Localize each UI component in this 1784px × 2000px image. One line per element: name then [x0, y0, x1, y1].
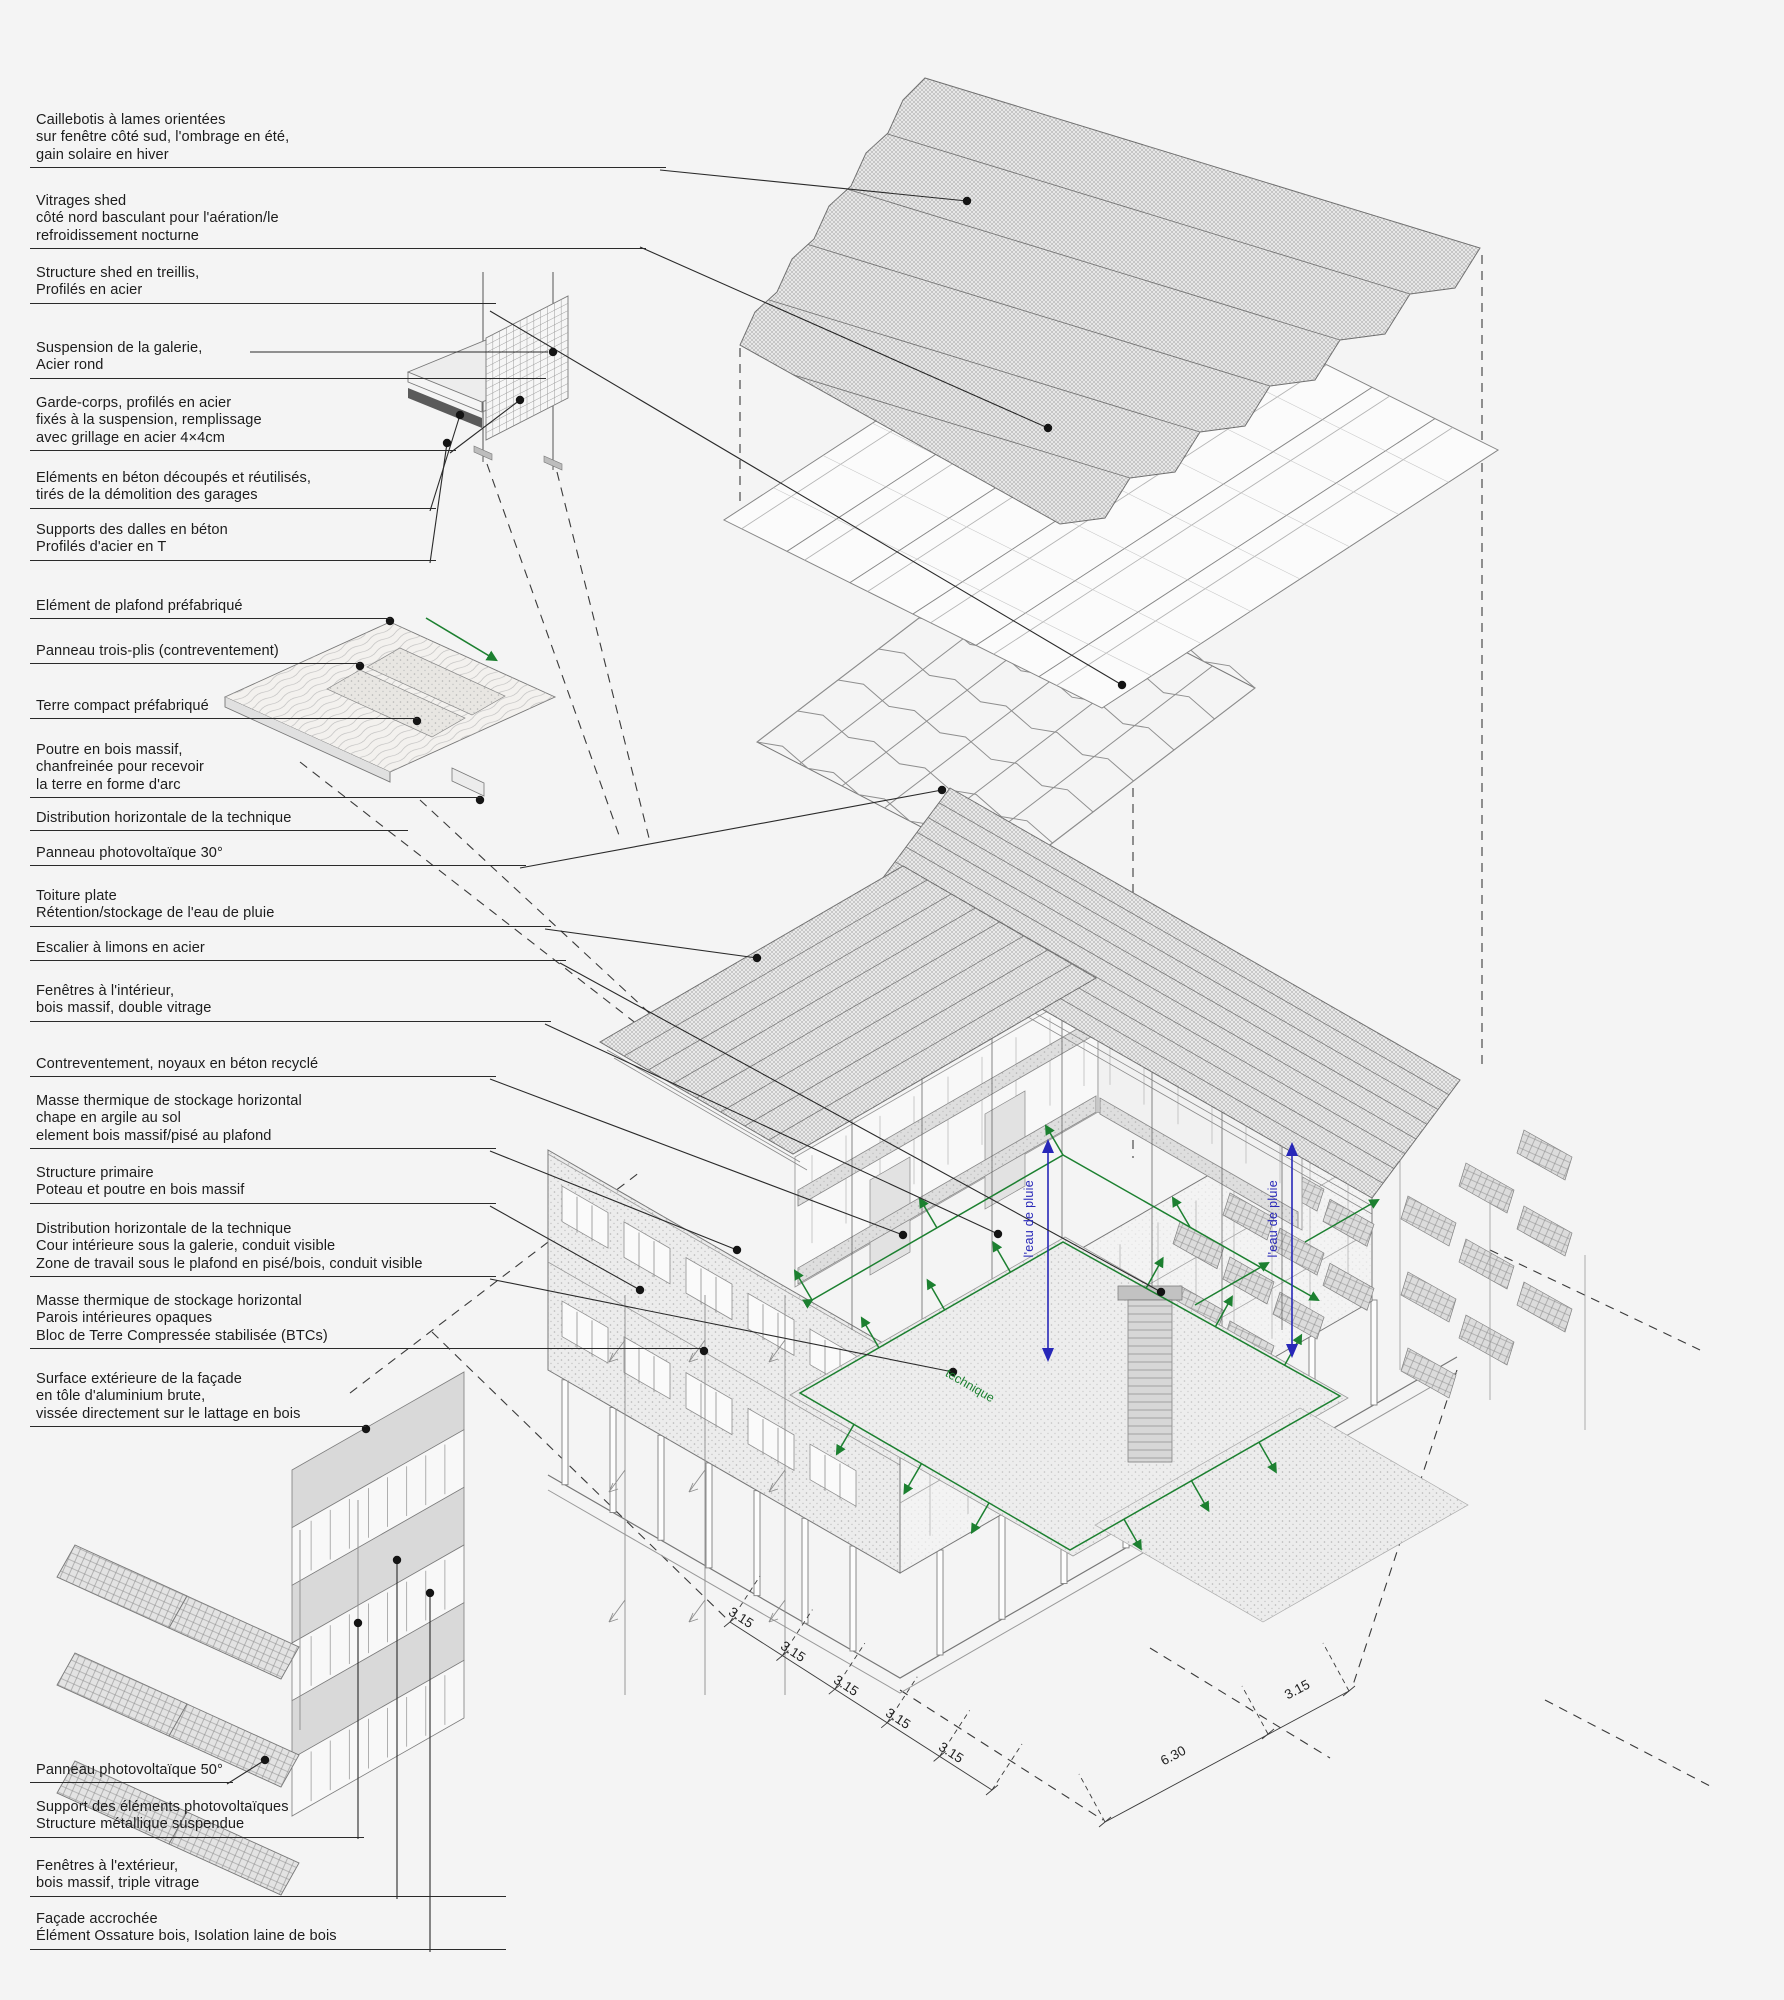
leader-lines — [226, 169, 1162, 1952]
annotation-label-20: Distribution horizontale de la technique… — [30, 1221, 496, 1278]
leader-dot — [353, 1618, 363, 1628]
annotation-label-11: Poutre en bois massif,chanfreinée pour r… — [30, 742, 481, 799]
rainwater-arrows — [1042, 1139, 1298, 1362]
leader-dot — [898, 1230, 908, 1240]
annotation-label-12: Distribution horizontale de la technique — [30, 810, 408, 832]
gallery-suspension-detail — [406, 272, 569, 471]
leader-dot — [699, 1346, 709, 1356]
annotation-label-17: Contreventement, noyaux en béton recyclé — [30, 1056, 496, 1078]
leader-dot — [635, 1285, 645, 1295]
annotation-label-6: Eléments en béton découpés et réutilisés… — [30, 470, 436, 509]
annotation-label-3: Structure shed en treillis,Profilés en a… — [30, 265, 496, 304]
rainwater-label-right: l'eau de pluie — [1266, 1180, 1280, 1258]
leader-dot — [752, 953, 762, 963]
roof-pv-right — [861, 787, 1461, 1215]
leader-dot — [260, 1755, 270, 1765]
ceiling-element-detail — [223, 617, 557, 797]
leader-dot — [1043, 423, 1053, 433]
building — [547, 787, 1586, 1694]
leader-dot — [425, 1588, 435, 1598]
annotation-label-15: Escalier à limons en acier — [30, 940, 566, 962]
leader-dot — [392, 1555, 402, 1565]
leader-dot — [515, 395, 525, 405]
annotation-label-10: Terre compact préfabriqué — [30, 698, 418, 720]
facade-sw-btc — [547, 1149, 901, 1574]
leader-dot — [937, 785, 947, 795]
leader-dot — [442, 438, 452, 448]
leader-dot — [962, 196, 972, 206]
annotation-label-8: Elément de plafond préfabriqué — [30, 598, 391, 620]
leader-dot — [1117, 680, 1127, 690]
leader-dot — [948, 1367, 958, 1377]
technique-arrows — [793, 1124, 1380, 1551]
dimension-lines — [723, 1575, 1356, 1828]
leader-dot — [993, 1229, 1003, 1239]
facade-detail — [56, 1295, 786, 1896]
detached-pv-louvres — [1400, 1129, 1573, 1399]
annotation-label-13: Panneau photovoltaïque 30° — [30, 845, 526, 867]
annotation-label-4: Suspension de la galerie,Acier rond — [30, 340, 546, 379]
roof-pv-left — [599, 865, 1097, 1171]
gallery-slabs — [797, 1017, 1299, 1285]
suspended-metal-structure — [608, 1295, 786, 1695]
leader-dot — [732, 1245, 742, 1255]
leader-dot — [548, 347, 558, 357]
pv-50-panels — [56, 1544, 300, 1896]
leader-dot — [1156, 1287, 1166, 1297]
annotation-label-9: Panneau trois-plis (contreventement) — [30, 643, 361, 665]
ground-path — [1094, 1407, 1469, 1623]
rainwater-label-left: l'eau de pluie — [1022, 1180, 1036, 1258]
annotation-label-16: Fenêtres à l'intérieur,bois massif, doub… — [30, 983, 551, 1022]
annotation-label-23: Panneau photovoltaïque 50° — [30, 1762, 233, 1784]
annotation-label-25: Fenêtres à l'extérieur,bois massif, trip… — [30, 1858, 506, 1897]
leader-dot — [455, 410, 465, 420]
